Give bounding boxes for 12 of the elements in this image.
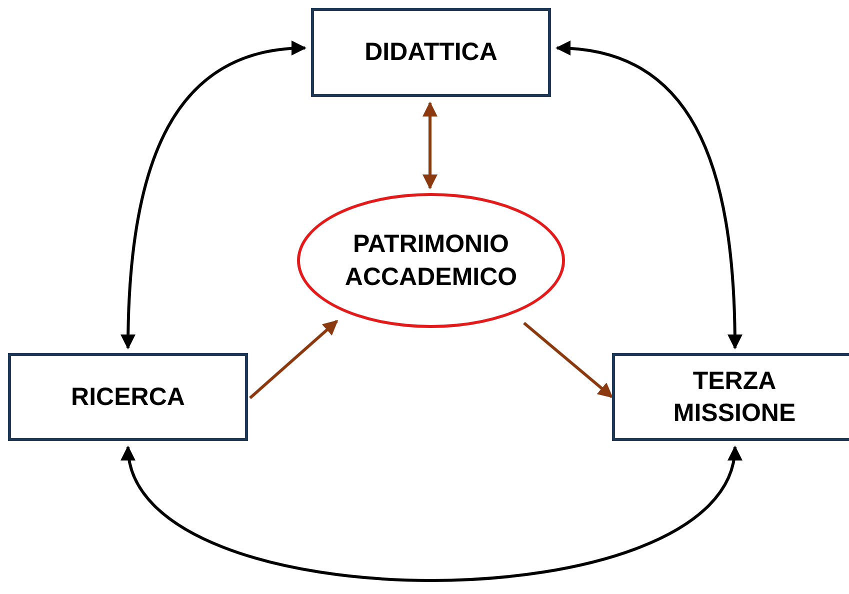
process-box bbox=[311, 8, 551, 97]
node-label: PATRIMONIO ACCADEMICO bbox=[344, 229, 518, 292]
arrow bbox=[120, 42, 306, 350]
arrow bbox=[422, 102, 438, 190]
arrow bbox=[523, 322, 614, 398]
arrow bbox=[556, 42, 742, 350]
process-box bbox=[8, 353, 248, 441]
process-box bbox=[612, 353, 849, 441]
arrow bbox=[249, 320, 338, 400]
node-label: DIDATTICA bbox=[364, 37, 498, 68]
node-label: TERZA MISSIONE bbox=[672, 366, 797, 429]
node-label: RICERCA bbox=[71, 382, 185, 413]
